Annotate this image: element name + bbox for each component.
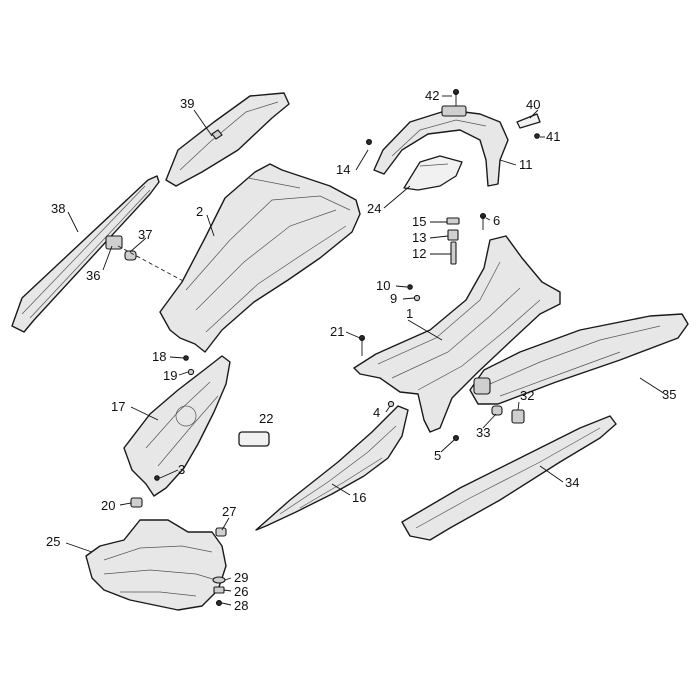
part-4-clip (387, 400, 395, 408)
part-38-side-rail (11, 175, 160, 333)
callout-10: 10 (376, 278, 390, 293)
part-33-grommet (491, 405, 503, 416)
callout-22: 22 (259, 411, 273, 426)
part-28-screw (215, 600, 222, 607)
part-12-bolt (450, 241, 457, 265)
part-29-washer (212, 576, 226, 584)
part-5-screw (452, 434, 459, 441)
part-15-washer (446, 217, 460, 225)
callout-12: 12 (412, 246, 426, 261)
callout-16: 16 (352, 490, 366, 505)
part-34-lower-strip (401, 415, 617, 541)
callout-41: 41 (546, 129, 560, 144)
leader-lines (65, 95, 666, 606)
part-24-bracket (403, 155, 463, 191)
callout-20: 20 (101, 498, 115, 513)
part-1-side-panel-right (353, 235, 561, 433)
callout-36: 36 (86, 268, 100, 283)
assembly-line-36-2 (117, 245, 186, 283)
part-35-rear-trim (469, 313, 689, 405)
part-3-screw (154, 475, 160, 481)
part-17-inner-panel (123, 355, 231, 497)
callout-labels: 1 2 3 4 5 6 9 10 11 12 13 14 15 16 17 18… (46, 88, 676, 613)
part-36-clip (105, 235, 123, 250)
callout-3: 3 (178, 462, 185, 477)
callout-1: 1 (406, 306, 413, 321)
callout-29: 29 (234, 570, 248, 585)
callout-2: 2 (196, 204, 203, 219)
part-11-grab-rail (373, 105, 509, 187)
callout-39: 39 (180, 96, 194, 111)
part-32-clip (511, 409, 525, 424)
callout-19: 19 (163, 368, 177, 383)
part-39-upper-trim (165, 92, 290, 187)
part-41-screw (534, 133, 540, 139)
callout-33: 33 (476, 425, 490, 440)
callout-5: 5 (434, 448, 441, 463)
callout-40: 40 (526, 97, 540, 112)
callout-26: 26 (234, 584, 248, 599)
callout-13: 13 (412, 230, 426, 245)
callout-42: 42 (425, 88, 439, 103)
part-25-lower-tray (85, 519, 227, 611)
callout-35: 35 (662, 387, 676, 402)
part-26-spacer (213, 586, 225, 594)
callout-24: 24 (367, 201, 381, 216)
callout-11: 11 (519, 157, 533, 172)
part-40-clip (516, 113, 541, 129)
callout-38: 38 (51, 201, 65, 216)
callout-14: 14 (336, 162, 350, 177)
callout-15: 15 (412, 214, 426, 229)
part-10-screw (407, 284, 413, 290)
callout-4: 4 (373, 405, 380, 420)
part-2-side-panel-left (159, 163, 361, 353)
callout-18: 18 (152, 349, 166, 364)
part-6-screw (479, 212, 486, 230)
part-21-screw (358, 334, 365, 356)
part-22-pad (238, 431, 270, 447)
callout-17: 17 (111, 399, 125, 414)
part-20-clip (130, 497, 143, 508)
part-42-screw (452, 89, 459, 106)
callout-21: 21 (330, 324, 344, 339)
callout-6: 6 (493, 213, 500, 228)
callout-37: 37 (138, 227, 152, 242)
part-14-screw (365, 138, 372, 145)
callout-25: 25 (46, 534, 60, 549)
callout-28: 28 (234, 598, 248, 613)
part-13-spacer (447, 229, 459, 241)
part-16-lower-panel (255, 405, 409, 531)
callout-27: 27 (222, 504, 236, 519)
callout-32: 32 (520, 388, 534, 403)
part-18-screw (183, 355, 189, 361)
callout-34: 34 (565, 475, 579, 490)
part-27-clip (215, 527, 227, 537)
part-19-clip (187, 368, 195, 376)
part-9-clip (413, 294, 421, 302)
callout-9: 9 (390, 291, 397, 306)
